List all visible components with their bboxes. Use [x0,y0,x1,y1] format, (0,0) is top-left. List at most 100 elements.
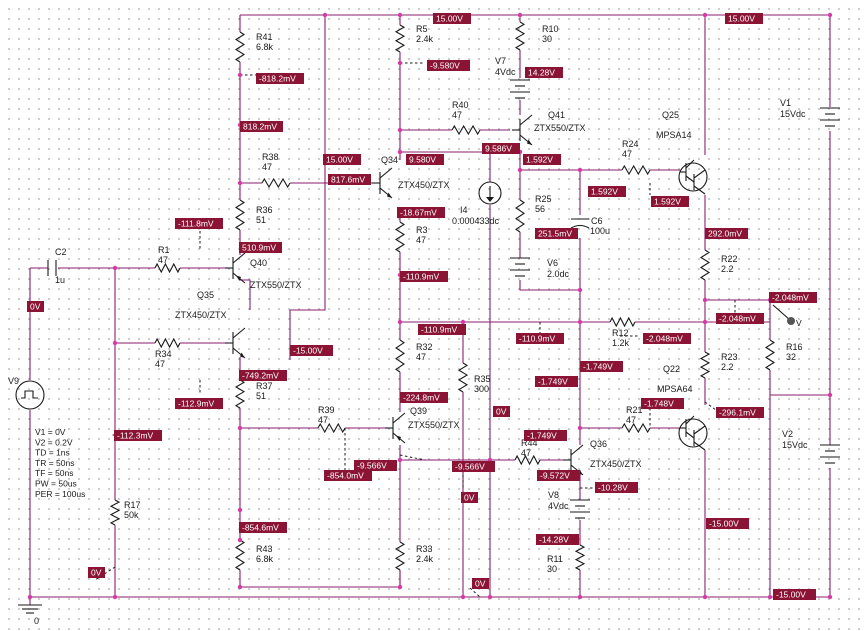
capacitor-ref: C6 [591,216,603,226]
transistor-model: MPSA64 [657,384,693,394]
resistor-ref: R12 [612,328,629,338]
voltage-tag-text: 251.5mV [538,229,572,239]
voltage-tag-text: -9.580V [430,61,460,71]
resistor-ref: R21 [626,405,643,415]
resistor-value: 47 [626,415,636,425]
voltage-tag-text: 0V [91,568,102,578]
resistor-ref: R3 [416,225,428,235]
resistor-ref: R5 [416,24,428,34]
transistor-ref: Q25 [662,110,679,120]
resistor-r5[interactable]: R52.4k [394,24,434,53]
voltage-tag-text: -10.28V [598,483,628,493]
source-param: V1 = 0V [35,427,66,437]
source-value: 15Vdc [782,440,808,450]
voltage-tag: 1.592V [588,186,626,197]
source-ref: V8 [548,490,559,500]
transistor-ref: Q39 [410,406,427,416]
voltage-tag-text: -1.749V [538,377,568,387]
voltage-tag: -111.8mV [175,218,223,229]
voltage-tag: 0V [493,406,510,417]
voltage-tag: 251.5mV [535,228,578,239]
voltage-tag: -112.3mV [114,430,162,441]
voltage-tag: 14.28V [525,67,563,78]
resistor-value: 56 [535,204,545,214]
voltage-tag: -15.00V [773,589,816,600]
resistor-ref: R10 [542,24,559,34]
source-value: 4Vdc [495,67,516,77]
voltage-tag: 0V [88,567,105,578]
resistor-ref: R33 [416,544,433,554]
voltage-tag-text: -112.9mV [178,399,215,409]
voltage-tag: -1.749V [524,430,567,441]
voltage-tag-text: 15.00V [728,14,755,24]
dc-source-v6[interactable]: V62.0dc [510,257,570,279]
voltage-tag: -1.748V [641,398,684,409]
voltage-tag: 15.00V [323,154,361,165]
voltage-tag-text: -854.6mV [242,523,279,533]
voltage-tag: 1.592V [651,196,689,207]
resistor-ref: R37 [256,381,273,391]
resistor-ref: R35 [474,374,491,384]
resistor-value: 1.2k [612,338,630,348]
transistor-model: ZTX550/ZTX [408,420,460,430]
source-ref: V7 [495,56,506,66]
voltage-tag: -2.048mV [769,292,817,303]
junction-dots [27,12,833,600]
resistor-ref: R32 [416,342,433,352]
current-source-ref: I4 [460,205,468,215]
voltage-tag: -15.00V [290,345,333,356]
voltage-tag-text: -1.749V [527,431,557,441]
voltage-tag: -112.9mV [175,398,223,409]
voltage-tag: 15.00V [725,13,763,24]
voltage-tag-text: -2.048mV [646,334,683,344]
voltage-tag: 0V [461,492,478,503]
voltage-probe[interactable]: V [772,304,802,328]
voltage-tag-text: -2.048mV [719,314,756,324]
resistor-value: 47 [452,110,462,120]
voltage-tag: -818.2mV [256,73,304,84]
tag-leaders [94,62,736,598]
current-source-i4[interactable]: I40.000433dc [452,181,502,226]
voltage-tag-text: 15.00V [436,14,463,24]
